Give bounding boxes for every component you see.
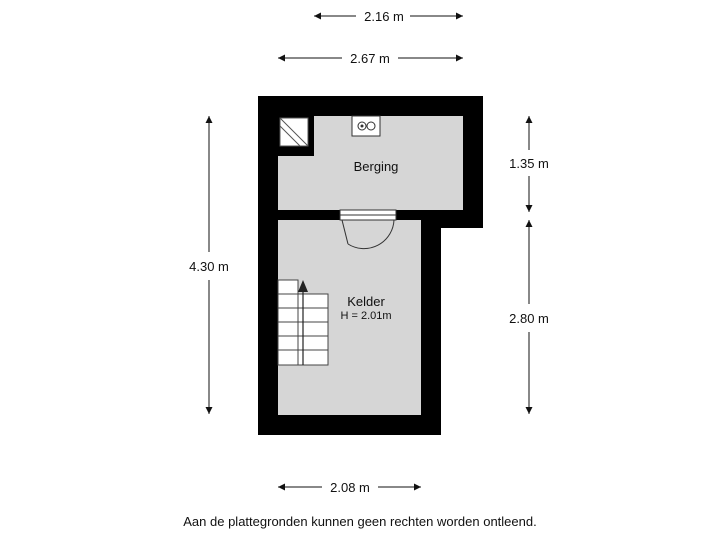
dim-right-upper: 1.35 m — [509, 116, 549, 212]
shower-diagonal-1 — [279, 117, 309, 147]
svg-text:2.67 m: 2.67 m — [350, 51, 390, 66]
disclaimer-text: Aan de plattegronden kunnen geen rechten… — [183, 514, 537, 529]
room-label-berging: Berging — [354, 159, 399, 174]
boiler-icon — [351, 115, 381, 137]
svg-text:2.16 m: 2.16 m — [364, 9, 404, 24]
svg-text:4.30 m: 4.30 m — [189, 259, 229, 274]
room-height-kelder: H = 2.01m — [340, 310, 391, 322]
svg-text:1.35 m: 1.35 m — [509, 156, 549, 171]
kelder-floor — [278, 220, 421, 415]
dim-bottom-width: 2.08 m — [278, 480, 421, 495]
dim-top-inner: 2.16 m — [314, 9, 463, 24]
door — [339, 209, 397, 250]
stair-arrow-icon — [298, 280, 308, 292]
staircase — [277, 279, 329, 366]
shower-diagonal-2 — [279, 125, 301, 147]
dim-top-outer: 2.67 m — [278, 51, 463, 66]
dim-left-height: 4.30 m — [189, 116, 229, 414]
svg-text:2.80 m: 2.80 m — [509, 311, 549, 326]
room-label-kelder: Kelder — [347, 294, 385, 309]
berging-floor — [278, 116, 463, 210]
floor-plan: Berging Kelder H = 2.01m 2.16 m 2.67 m 4… — [189, 9, 549, 495]
svg-text:2.08 m: 2.08 m — [330, 480, 370, 495]
dim-right-lower: 2.80 m — [509, 220, 549, 414]
